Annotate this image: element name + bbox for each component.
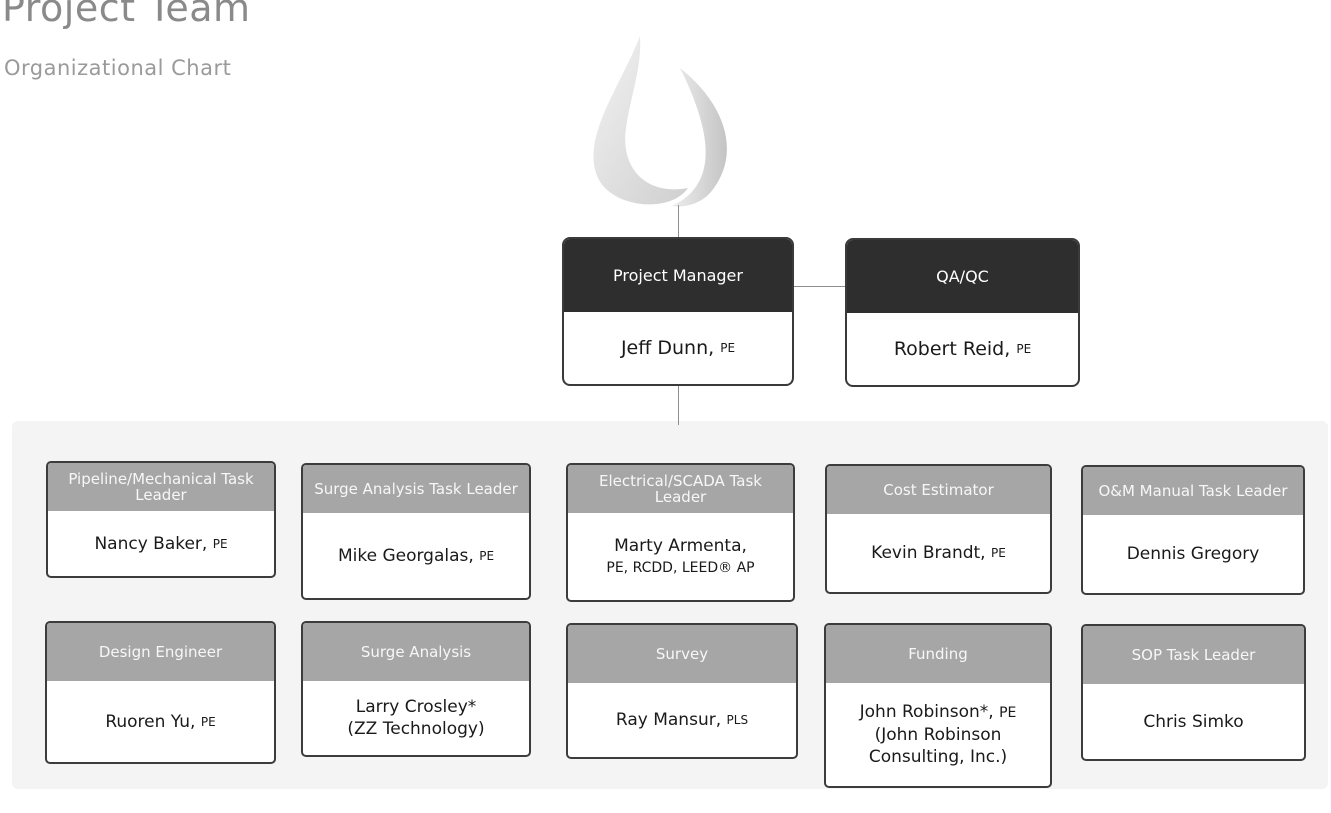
design-engineer-card: Design Engineer Ruoren Yu, PE <box>45 621 276 764</box>
survey-card: Survey Ray Mansur, PLS <box>566 623 798 759</box>
qaqc-credential: PE <box>1016 342 1032 356</box>
funding-name: John Robinson*, <box>859 702 994 722</box>
om-manual-person: Dennis Gregory <box>1083 515 1303 593</box>
electrical-scada-credential: PE, RCDD, LEED® AP <box>606 559 755 576</box>
surge-analysis-card: Surge Analysis Larry Crosley* (ZZ Techno… <box>301 621 531 757</box>
cost-estimator-person: Kevin Brandt, PE <box>827 514 1050 592</box>
connector-manager-to-qaqc <box>792 286 847 287</box>
om-manual-card: O&M Manual Task Leader Dennis Gregory <box>1081 465 1305 595</box>
project-manager-role: Project Manager <box>564 239 792 312</box>
pipeline-mechanical-card: Pipeline/Mechanical Task Leader Nancy Ba… <box>46 461 276 578</box>
surge-analysis-leader-role: Surge Analysis Task Leader <box>303 465 529 513</box>
water-drop-logo <box>593 36 727 207</box>
funding-card: Funding John Robinson*, PE (John Robinso… <box>824 623 1052 788</box>
qaqc-card: QA/QC Robert Reid, PE <box>845 238 1080 387</box>
sop-name: Chris Simko <box>1143 711 1244 732</box>
design-engineer-person: Ruoren Yu, PE <box>47 681 274 762</box>
pipeline-mechanical-credential: PE <box>212 536 228 551</box>
design-engineer-role: Design Engineer <box>47 623 274 681</box>
electrical-scada-card: Electrical/SCADA Task Leader Marty Armen… <box>566 463 795 602</box>
funding-organization: (John Robinson Consulting, Inc.) <box>868 725 1008 767</box>
connector-manager-to-team <box>678 385 679 425</box>
surge-analysis-role: Surge Analysis <box>303 623 529 681</box>
design-engineer-name: Ruoren Yu, <box>105 711 196 732</box>
page-title: Project Team <box>2 0 251 30</box>
pipeline-mechanical-role: Pipeline/Mechanical Task Leader <box>48 463 274 511</box>
sop-person: Chris Simko <box>1083 684 1304 759</box>
sop-card: SOP Task Leader Chris Simko <box>1081 624 1306 761</box>
surge-analysis-name: Larry Crosley* (ZZ Technology) <box>347 697 485 739</box>
surge-analysis-leader-person: Mike Georgalas, PE <box>303 513 529 598</box>
qaqc-role: QA/QC <box>847 240 1078 313</box>
page-subtitle: Organizational Chart <box>4 56 232 80</box>
project-manager-card: Project Manager Jeff Dunn, PE <box>562 237 794 386</box>
pipeline-mechanical-person: Nancy Baker, PE <box>48 511 274 576</box>
design-engineer-credential: PE <box>200 714 216 729</box>
connector-logo-to-manager <box>678 205 679 239</box>
project-manager-name: Jeff Dunn, <box>620 337 715 359</box>
pipeline-mechanical-name: Nancy Baker, <box>94 533 208 554</box>
surge-analysis-person: Larry Crosley* (ZZ Technology) <box>303 681 529 755</box>
electrical-scada-person: Marty Armenta, PE, RCDD, LEED® AP <box>568 513 793 600</box>
surge-analysis-leader-card: Surge Analysis Task Leader Mike Georgala… <box>301 463 531 600</box>
cost-estimator-role: Cost Estimator <box>827 466 1050 514</box>
surge-analysis-leader-credential: PE <box>479 548 495 563</box>
funding-credential: PE <box>999 705 1017 721</box>
sop-role: SOP Task Leader <box>1083 626 1304 684</box>
survey-role: Survey <box>568 625 796 683</box>
survey-person: Ray Mansur, PLS <box>568 683 796 757</box>
qaqc-name: Robert Reid, <box>893 338 1011 360</box>
cost-estimator-card: Cost Estimator Kevin Brandt, PE <box>825 464 1052 594</box>
om-manual-role: O&M Manual Task Leader <box>1083 467 1303 515</box>
qaqc-person: Robert Reid, PE <box>847 313 1078 385</box>
project-manager-credential: PE <box>720 341 736 355</box>
survey-credential: PLS <box>726 713 749 727</box>
surge-analysis-leader-name: Mike Georgalas, <box>337 545 474 566</box>
funding-person: John Robinson*, PE (John Robinson Consul… <box>826 683 1050 786</box>
cost-estimator-credential: PE <box>991 546 1006 560</box>
cost-estimator-name: Kevin Brandt, <box>871 543 986 563</box>
funding-role: Funding <box>826 625 1050 683</box>
om-manual-name: Dennis Gregory <box>1126 544 1260 564</box>
project-manager-person: Jeff Dunn, PE <box>564 312 792 384</box>
survey-name: Ray Mansur, <box>615 710 722 730</box>
electrical-scada-name: Marty Armenta, <box>614 535 747 556</box>
electrical-scada-role: Electrical/SCADA Task Leader <box>568 465 793 513</box>
